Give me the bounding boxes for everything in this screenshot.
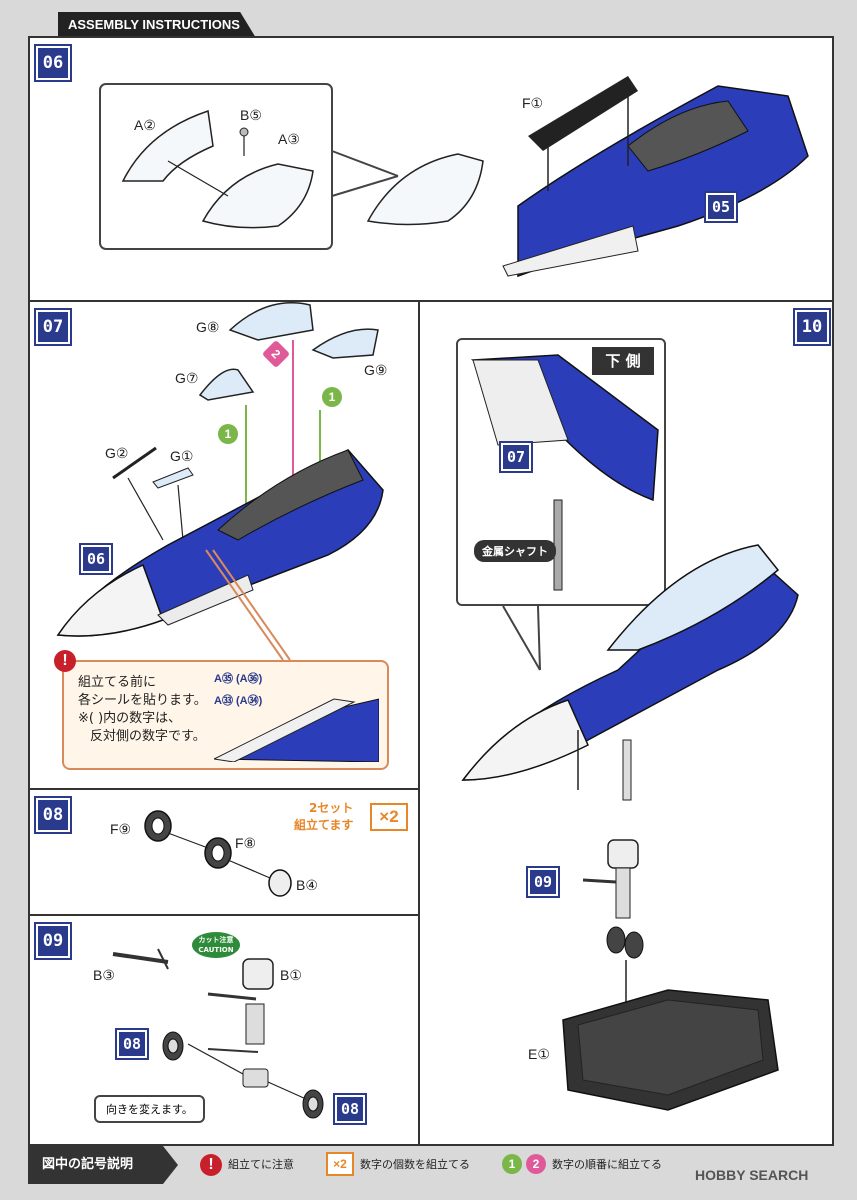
step-06-number: 06 <box>34 44 72 82</box>
part-f8-label: F⑧ <box>235 835 257 851</box>
step-10-illustration <box>461 354 799 1111</box>
ref-step-09: 09 <box>526 866 560 898</box>
part-b5-label: B⑤ <box>240 107 262 123</box>
set-line-2: 組立てます <box>294 818 354 832</box>
legend-warning-label: 組立てに注意 <box>228 1158 294 1171</box>
legend-multiply-label: 数字の個数を組立てる <box>360 1158 470 1171</box>
direction-note: 向きを変えます。 <box>94 1095 205 1123</box>
part-f1-label: F① <box>522 95 544 111</box>
part-g1-label: G① <box>170 448 194 464</box>
ref-step-07: 07 <box>499 441 533 473</box>
step-10-number: 10 <box>793 308 831 346</box>
ref-step-08-b: 08 <box>333 1093 367 1125</box>
part-a3-label: A③ <box>278 131 300 147</box>
header-title: ASSEMBLY INSTRUCTIONS <box>58 12 256 38</box>
note-line-2: 各シールを貼ります。 <box>78 693 207 708</box>
ref-step-08-a: 08 <box>115 1028 149 1060</box>
metal-shaft-label: 金属シャフト <box>474 540 556 562</box>
part-b1-label: B① <box>280 967 302 983</box>
part-e1-label: E① <box>528 1046 550 1062</box>
legend-title: 図中の記号説明 <box>28 1146 178 1184</box>
step-09-illustration <box>112 948 324 1119</box>
legend-order-1: 1 <box>502 1154 522 1174</box>
step-08-illustration <box>144 810 292 897</box>
step-06-illustration <box>99 76 809 278</box>
ref-step-05: 05 <box>704 191 738 223</box>
step-09-number: 09 <box>34 922 72 960</box>
note-line-3: ※( )内の数字は、 <box>78 711 182 726</box>
legend-multiply-icon: ×2 <box>326 1152 354 1176</box>
ref-step-06: 06 <box>79 543 113 575</box>
note-line-1: 組立てる前に <box>78 675 157 690</box>
note-line-4: 反対側の数字です。 <box>90 729 206 744</box>
part-b4-label: B④ <box>296 877 318 893</box>
sticker-note: 組立てる前に 各シールを貼ります。 ※( )内の数字は、 反対側の数字です。 A… <box>62 660 389 770</box>
caution-badge: カット注意 CAUTION <box>192 932 240 958</box>
caution-jp: カット注意 <box>198 936 234 944</box>
sticker-detail <box>214 698 379 762</box>
step-07-number: 07 <box>34 308 72 346</box>
set-line-1: 2セット <box>309 801 354 815</box>
two-set-note: 2セット 組立てます <box>294 800 353 834</box>
multiply-2-icon: ×2 <box>370 803 408 831</box>
part-g7-label: G⑦ <box>175 370 199 386</box>
step-08-number: 08 <box>34 796 72 834</box>
sticker-a35-label: A㉟ (A㊱) <box>214 673 263 685</box>
part-f9-label: F⑨ <box>110 821 132 837</box>
order-badge-1-left: 1 <box>218 424 238 444</box>
legend-warning-icon: ! <box>200 1154 222 1176</box>
sticker-a33-label: A㉝ (A㉞) <box>214 695 263 707</box>
part-g9-label: G⑨ <box>364 362 388 378</box>
step-07-illustration <box>56 302 384 661</box>
legend-order-label: 数字の順番に組立てる <box>552 1158 662 1171</box>
part-a2-label: A② <box>134 117 156 133</box>
warning-icon: ! <box>54 650 76 672</box>
part-b3-label: B③ <box>93 967 115 983</box>
symbol-legend: 図中の記号説明 ! 組立てに注意 ×2 数字の個数を組立てる 1 2 数字の順番… <box>28 1146 834 1184</box>
order-badge-1-right: 1 <box>322 387 342 407</box>
caution-en: CAUTION <box>198 946 234 954</box>
underside-label: 下 側 <box>592 347 654 375</box>
legend-order-2: 2 <box>526 1154 546 1174</box>
watermark-logo: HOBBY SEARCH <box>695 1167 809 1183</box>
part-g2-label: G② <box>105 445 129 461</box>
part-g8-label: G⑧ <box>196 319 220 335</box>
